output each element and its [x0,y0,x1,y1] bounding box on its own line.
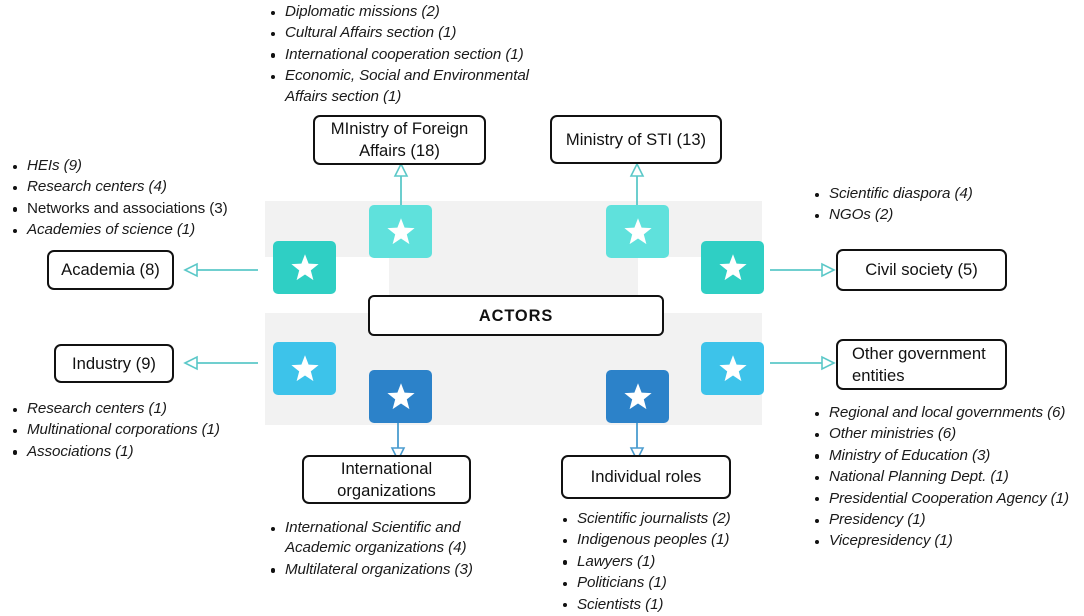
list-item: Multinational corporations (1) [10,420,255,440]
node-box-industry[interactable]: Industry (9) [54,344,174,383]
list-other-government-entities: Regional and local governments (6) Other… [812,403,1084,553]
list-item: Vicepresidency (1) [812,531,1084,551]
node-label-other-government-entities: Other government entities [852,343,986,385]
list-item: Research centers (1) [10,399,255,419]
node-label-international-organizations: International organizations [337,458,436,500]
list-item: Academies of science (1) [10,220,255,240]
connector-academia [183,259,258,281]
list-item: Multilateral organizations (3) [268,560,528,580]
list-item: Scientific diaspora (4) [812,184,1072,204]
list-international-organizations: International Scientific and Academic or… [268,518,528,581]
list-item: Presidential Cooperation Agency (1) [812,489,1084,509]
list-item: Indigenous peoples (1) [560,530,820,550]
list-item: Scientific journalists (2) [560,509,820,529]
list-item: HEIs (9) [10,156,255,176]
star-tile-individual-roles [606,370,669,423]
list-civil-society: Scientific diaspora (4) NGOs (2) [812,184,1072,227]
list-item: Research centers (4) [10,177,255,197]
list-item: Cultural Affairs section (1) [268,23,568,43]
star-icon [290,355,319,382]
actors-center-label: ACTORS [478,306,554,325]
node-box-ministry-sti[interactable]: Ministry of STI (13) [550,115,722,164]
star-icon [623,218,652,245]
actors-center-box[interactable]: ACTORS [368,295,664,336]
connector-civil-society [770,259,836,281]
node-box-ministry-foreign-affairs[interactable]: MInistry of Foreign Affairs (18) [313,115,486,165]
list-item: Presidency (1) [812,510,1084,530]
list-item: NGOs (2) [812,205,1072,225]
connector-ministry-sti [626,162,648,209]
star-tile-ministry-foreign-affairs [369,205,432,258]
list-item: International Scientific and Academic or… [268,518,528,559]
star-icon [718,254,747,281]
list-item: Politicians (1) [560,573,820,593]
connector-industry [183,352,258,374]
node-label-civil-society: Civil society (5) [865,260,978,279]
star-tile-ministry-sti [606,205,669,258]
list-item: Regional and local governments (6) [812,403,1084,423]
connector-other-government-entities [770,352,836,374]
list-item: Diplomatic missions (2) [268,2,568,22]
node-box-other-government-entities[interactable]: Other government entities [836,339,1007,390]
connector-ministry-foreign-affairs [390,162,412,209]
star-tile-civil-society [701,241,764,294]
list-item: Other ministries (6) [812,424,1084,444]
star-icon [623,383,652,410]
star-icon [386,218,415,245]
node-box-international-organizations[interactable]: International organizations [302,455,471,504]
list-individual-roles: Scientific journalists (2) Indigenous pe… [560,509,820,616]
node-label-individual-roles: Individual roles [590,467,702,486]
star-tile-international-organizations [369,370,432,423]
star-tile-other-government-entities [701,342,764,395]
list-item: International cooperation section (1) [268,45,568,65]
list-item: Associations (1) [10,442,255,462]
node-box-individual-roles[interactable]: Individual roles [561,455,731,499]
list-item: Ministry of Education (3) [812,446,1084,466]
node-box-civil-society[interactable]: Civil society (5) [836,249,1007,291]
node-label-academia: Academia (8) [61,260,160,279]
star-tile-academia [273,241,336,294]
list-item: Lawyers (1) [560,552,820,572]
list-item: Networks and associations (3) [10,199,255,219]
star-icon [290,254,319,281]
star-icon [386,383,415,410]
node-label-ministry-sti: Ministry of STI (13) [565,129,707,149]
list-item: National Planning Dept. (1) [812,467,1084,487]
node-box-academia[interactable]: Academia (8) [47,250,174,290]
list-academia: HEIs (9) Research centers (4) Networks a… [10,156,255,242]
node-label-ministry-foreign-affairs: MInistry of Foreign Affairs (18) [330,119,469,160]
list-item: Scientists (1) [560,595,820,615]
node-label-industry: Industry (9) [72,353,156,373]
list-ministry-foreign-affairs: Diplomatic missions (2) Cultural Affairs… [268,2,568,108]
star-tile-industry [273,342,336,395]
list-industry: Research centers (1) Multinational corpo… [10,399,255,463]
list-item: Economic, Social and Environmental Affai… [268,66,568,107]
star-icon [718,355,747,382]
